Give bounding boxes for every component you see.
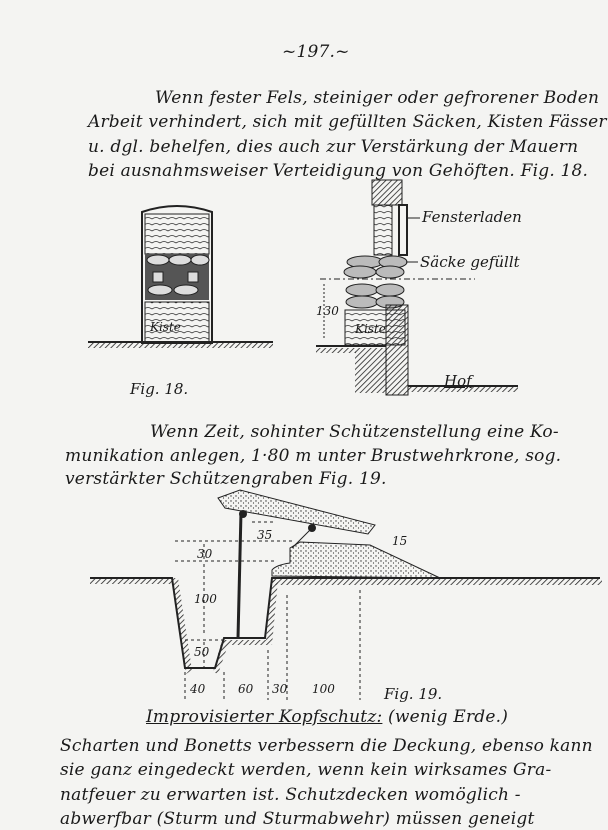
paragraph1-line: bei ausnahmsweiser Verteidigung von Gehö… <box>88 161 589 181</box>
fig18-caption: Fig. 18. <box>130 380 189 398</box>
fig18-box-stack <box>88 205 273 348</box>
heading-note: (wenig Erde.) <box>388 707 509 727</box>
heading-main: Improvisierter Kopfschutz: <box>146 707 383 727</box>
dim-30: 30 <box>197 547 213 561</box>
dim-35: 35 <box>257 528 273 542</box>
page-number: ~197.~ <box>282 42 350 62</box>
bottom-dim: 60 <box>238 682 254 696</box>
paragraph3-line: abwerfbar (Sturm und Sturmabwehr) müssen… <box>60 809 535 829</box>
label-hof: Hof <box>444 372 472 390</box>
fig19-caption: Fig. 19. <box>384 685 443 703</box>
paragraph2-line: Wenn Zeit, sohinter Schützenstellung ein… <box>150 422 559 442</box>
label-saecke: Säcke gefüllt <box>420 253 520 271</box>
paragraph3-line: sie ganz eingedeckt werden, wenn kein wi… <box>60 760 552 780</box>
section-heading: Improvisierter Kopfschutz: (wenig Erde.) <box>146 707 508 727</box>
paragraph2-line: munikation anlegen, 1·80 m unter Brustwe… <box>65 446 562 466</box>
label-fensterladen: Fensterladen <box>422 208 522 226</box>
paragraph3-line: natfeuer zu erwarten ist. Schutzdecken w… <box>60 785 521 805</box>
fig19-trench-section <box>90 489 602 700</box>
paragraph1-line: u. dgl. behelfen, dies auch zur Verstärk… <box>88 137 579 157</box>
fig18-box-label: Kiste <box>150 320 181 334</box>
bottom-dim: 30 <box>272 682 288 696</box>
paragraph2-line: verstärkter Schützengraben Fig. 19. <box>65 469 387 489</box>
fig18-wall-section <box>316 179 518 396</box>
paragraph1-line: Wenn fester Fels, steiniger oder gefrore… <box>155 88 600 108</box>
dim-50: 50 <box>194 645 210 659</box>
bottom-dim: 40 <box>190 682 206 696</box>
label-height-130: 130 <box>316 304 339 318</box>
bottom-dim: 100 <box>312 682 335 696</box>
fig18-box-label-right: Kiste <box>355 322 386 336</box>
paragraph3-line: Scharten und Bonetts verbessern die Deck… <box>60 736 593 756</box>
paragraph1-line: Arbeit verhindert, sich mit gefüllten Sä… <box>88 112 608 132</box>
dim-100: 100 <box>194 592 217 606</box>
dim-15: 15 <box>392 534 408 548</box>
